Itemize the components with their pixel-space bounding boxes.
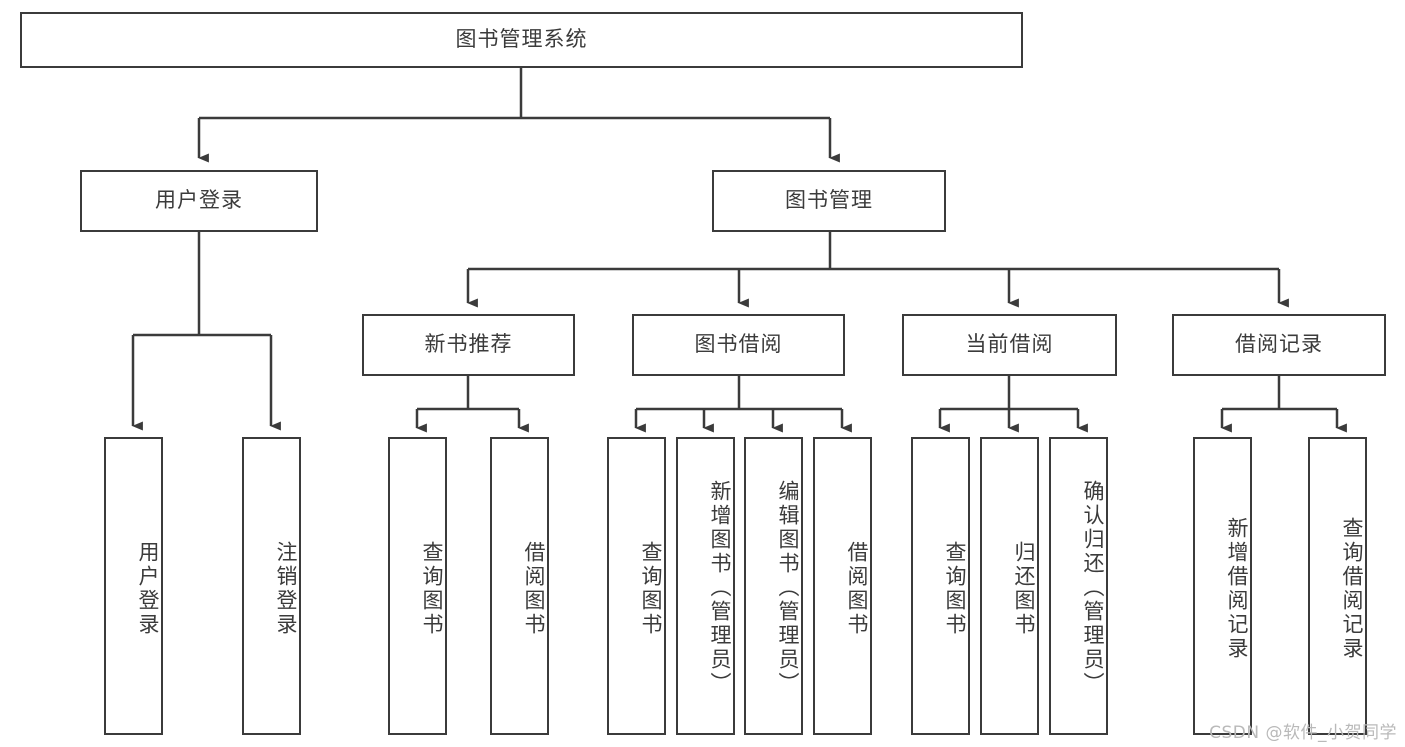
leaf-borrow-add-book-admin[interactable]: 新增图书（管理员） [676,437,735,735]
node-root-system[interactable]: 图书管理系统 [20,12,1023,68]
node-new-book-recommend[interactable]: 新书推荐 [362,314,575,376]
node-book-management[interactable]: 图书管理 [712,170,946,232]
leaf-user-login-logout[interactable]: 注销登录 [242,437,301,735]
leaf-current-return-book[interactable]: 归还图书 [980,437,1039,735]
leaf-record-query-record[interactable]: 查询借阅记录 [1308,437,1367,735]
csdn-watermark: CSDN @软件_小贺同学 [1209,723,1397,743]
node-user-login[interactable]: 用户登录 [80,170,318,232]
leaf-user-login-login[interactable]: 用户登录 [104,437,163,735]
leaf-new-book-query[interactable]: 查询图书 [388,437,447,735]
leaf-borrow-borrow-book[interactable]: 借阅图书 [813,437,872,735]
leaf-record-add-record[interactable]: 新增借阅记录 [1193,437,1252,735]
leaf-current-confirm-return-admin[interactable]: 确认归还（管理员） [1049,437,1108,735]
node-current-borrow[interactable]: 当前借阅 [902,314,1117,376]
node-borrow-record[interactable]: 借阅记录 [1172,314,1386,376]
leaf-borrow-query-book[interactable]: 查询图书 [607,437,666,735]
node-book-borrow[interactable]: 图书借阅 [632,314,845,376]
leaf-new-book-borrow[interactable]: 借阅图书 [490,437,549,735]
leaf-borrow-edit-book-admin[interactable]: 编辑图书（管理员） [744,437,803,735]
leaf-current-query-book[interactable]: 查询图书 [911,437,970,735]
